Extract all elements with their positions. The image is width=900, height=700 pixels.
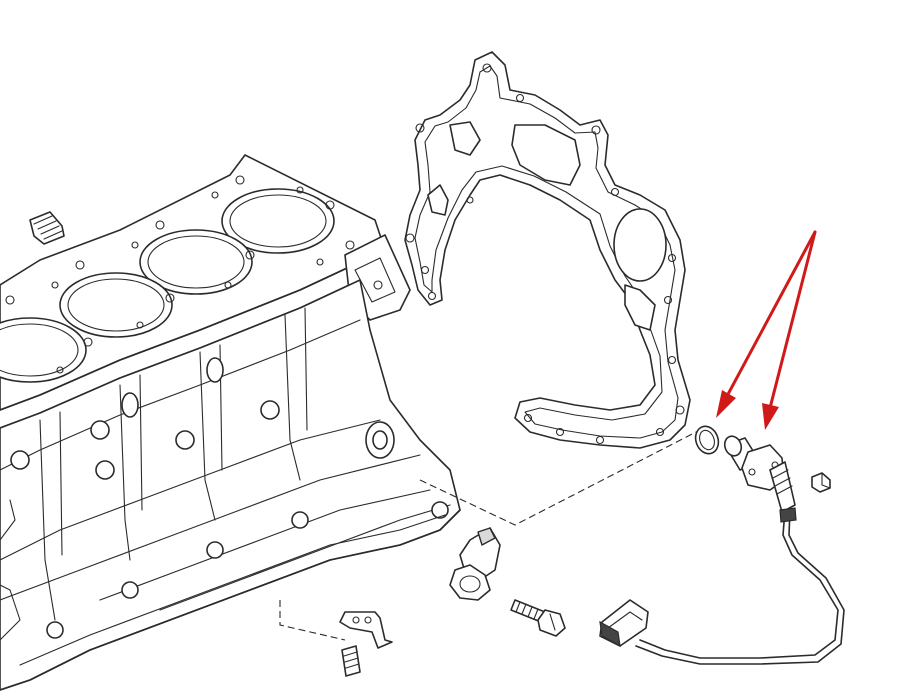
highlight-arrows: [716, 230, 817, 430]
camshaft-position-sensor: [723, 435, 796, 513]
sensor-cable: [635, 507, 845, 665]
arrow-to-sensor: [762, 230, 817, 430]
engine-block: [0, 154, 461, 691]
connector: [599, 599, 649, 648]
arrow-to-o-ring: [716, 230, 817, 418]
bolt: [510, 599, 566, 637]
o-ring: [694, 425, 720, 455]
knock-sensor: [449, 527, 501, 601]
assembly-guide-lines: [279, 429, 701, 641]
bracket: [339, 611, 393, 677]
small-screw: [811, 472, 831, 493]
timing-cover-gasket: [404, 51, 691, 449]
plug: [29, 211, 65, 245]
